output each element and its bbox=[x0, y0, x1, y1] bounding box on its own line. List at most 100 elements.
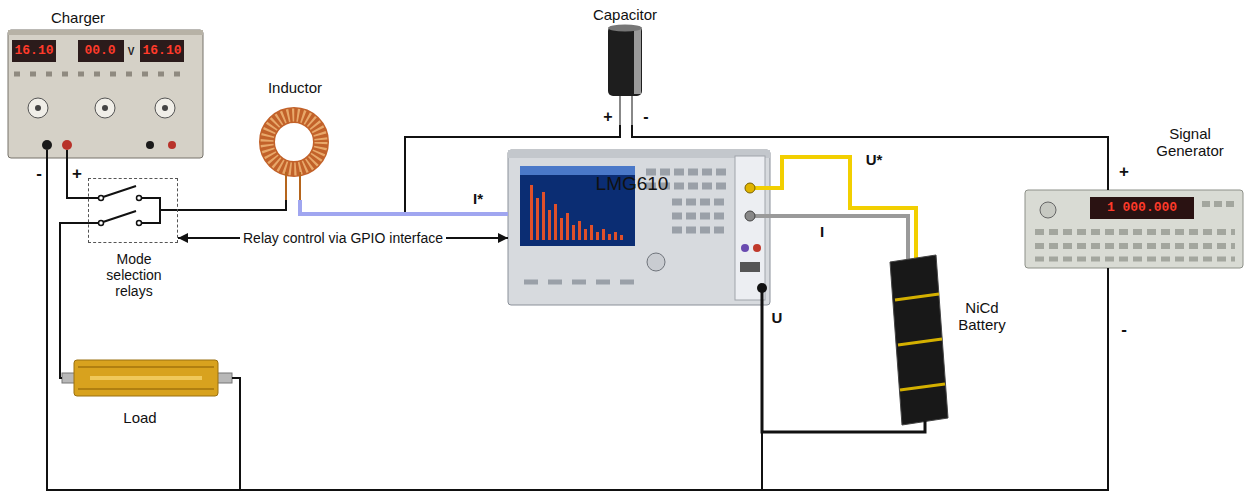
polarity-sign: - bbox=[36, 165, 42, 184]
power-analyzer-illustration-part bbox=[672, 213, 728, 220]
wire-connector bbox=[47, 165, 240, 490]
capacitor-illustration-part bbox=[631, 96, 633, 125]
inductor-illustration-part bbox=[267, 115, 321, 169]
power-analyzer-illustration-part bbox=[741, 244, 749, 252]
inductor-illustration-part bbox=[267, 115, 321, 169]
load-node: Load bbox=[62, 355, 232, 430]
wire-connector bbox=[178, 200, 286, 210]
device-caption: NiCd Battery bbox=[949, 299, 1015, 334]
charger-illustration-part bbox=[14, 72, 190, 77]
wire-connector bbox=[632, 125, 1108, 190]
wire-connector bbox=[300, 125, 620, 214]
load-resistor-illustration-part bbox=[78, 366, 214, 368]
relay-switch-symbols-part bbox=[137, 196, 142, 201]
unit-label: V bbox=[128, 46, 135, 57]
load-resistor-illustration-part bbox=[78, 388, 214, 390]
arrow-head bbox=[498, 233, 508, 243]
display-reading: 00.0 bbox=[84, 44, 115, 58]
charger-illustration-part bbox=[155, 98, 175, 118]
capacitor-illustration-part bbox=[608, 25, 642, 32]
inductor-illustration-part bbox=[285, 172, 287, 200]
signal-generator-illustration-part bbox=[1025, 190, 1243, 268]
power-analyzer-illustration-part bbox=[757, 283, 767, 293]
power-analyzer-node: LMG610 bbox=[508, 150, 770, 305]
signal-label: I bbox=[817, 223, 827, 240]
power-analyzer-illustration-part bbox=[647, 253, 665, 271]
capacitor-node: Capacitor bbox=[585, 4, 665, 125]
polarity-sign: - bbox=[1121, 321, 1127, 340]
power-analyzer-illustration-part bbox=[508, 150, 770, 158]
charger-illustration-part bbox=[28, 98, 48, 118]
relay-switch-symbols bbox=[88, 186, 178, 226]
wire-connector bbox=[67, 165, 88, 198]
charger-illustration-part bbox=[168, 141, 176, 149]
inductor-illustration-part bbox=[299, 172, 301, 200]
signal-generator-illustration bbox=[1025, 190, 1243, 268]
signal-generator-illustration-part bbox=[1090, 197, 1194, 219]
device-caption: Capacitor bbox=[593, 6, 657, 23]
battery-node: NiCd Battery bbox=[885, 252, 1015, 425]
charger-illustration-part bbox=[46, 150, 48, 165]
charger-illustration-part bbox=[66, 150, 68, 165]
signal-generator-illustration-part bbox=[1035, 229, 1235, 235]
charger-illustration-part bbox=[102, 105, 108, 111]
device-caption: LMG610 bbox=[596, 173, 669, 195]
polarity-sign: + bbox=[1119, 163, 1129, 182]
relay-switch-symbols-part bbox=[103, 211, 136, 222]
capacitor-illustration-part bbox=[634, 28, 641, 94]
device-caption: Signal Generator bbox=[1145, 125, 1235, 160]
signal-generator-illustration-part bbox=[1202, 201, 1238, 207]
power-analyzer-illustration-part bbox=[672, 199, 728, 206]
load-resistor-illustration bbox=[62, 360, 232, 396]
signal-label: I* bbox=[470, 190, 486, 207]
polarity-sign: + bbox=[603, 108, 612, 126]
battery-illustration-part bbox=[898, 339, 942, 345]
inductor-illustration bbox=[267, 115, 321, 200]
battery-illustration-part bbox=[924, 421, 927, 425]
charger-illustration-part bbox=[42, 140, 52, 150]
relay-switch-symbols-part bbox=[137, 221, 142, 226]
display-reading: 16.10 bbox=[142, 44, 181, 58]
capacitor-illustration-part bbox=[608, 26, 642, 96]
device-caption: Mode selection relays bbox=[92, 251, 176, 299]
charger-illustration-part bbox=[62, 140, 72, 150]
wire-connector bbox=[770, 157, 916, 252]
signal-generator-illustration-part bbox=[1040, 202, 1056, 218]
battery-illustration-part bbox=[895, 294, 939, 300]
battery-illustration-part bbox=[900, 384, 945, 390]
power-analyzer-illustration-part bbox=[745, 211, 755, 221]
wire-connector bbox=[770, 216, 908, 252]
charger-illustration-part bbox=[35, 105, 41, 111]
wire-connector bbox=[60, 223, 88, 378]
arrow-head bbox=[178, 233, 188, 243]
device-caption: Inductor bbox=[268, 79, 322, 96]
wire-connector bbox=[232, 378, 925, 490]
charger-illustration-part bbox=[162, 105, 168, 111]
capacitor-illustration bbox=[608, 25, 642, 126]
signal-label: U bbox=[769, 309, 786, 326]
relay-switch-symbols-part bbox=[103, 186, 136, 197]
charger-illustration-part bbox=[140, 40, 184, 62]
power-analyzer-illustration-part bbox=[753, 244, 761, 252]
charger-illustration-part bbox=[146, 141, 154, 149]
battery-illustration-part bbox=[890, 255, 948, 425]
charger-illustration-part bbox=[8, 30, 203, 35]
wire-connector bbox=[762, 268, 1108, 490]
relay-switch-symbols-part bbox=[142, 222, 161, 224]
polarity-sign: + bbox=[72, 165, 82, 184]
relay-switch-symbols-part bbox=[160, 209, 178, 211]
display-reading: 16.10 bbox=[14, 44, 53, 58]
signal-generator-illustration-part bbox=[1035, 257, 1235, 262]
power-analyzer-illustration-part bbox=[740, 262, 760, 272]
charger-illustration-part bbox=[12, 40, 56, 62]
polarity-sign: - bbox=[643, 108, 648, 126]
battery-illustration bbox=[890, 252, 948, 425]
power-analyzer-illustration bbox=[508, 150, 770, 305]
relay-group-box: Mode selection relays bbox=[88, 178, 178, 243]
charger-illustration-part bbox=[78, 40, 124, 62]
wire-connector bbox=[762, 305, 925, 432]
signal-generator-illustration-part bbox=[1035, 243, 1235, 249]
